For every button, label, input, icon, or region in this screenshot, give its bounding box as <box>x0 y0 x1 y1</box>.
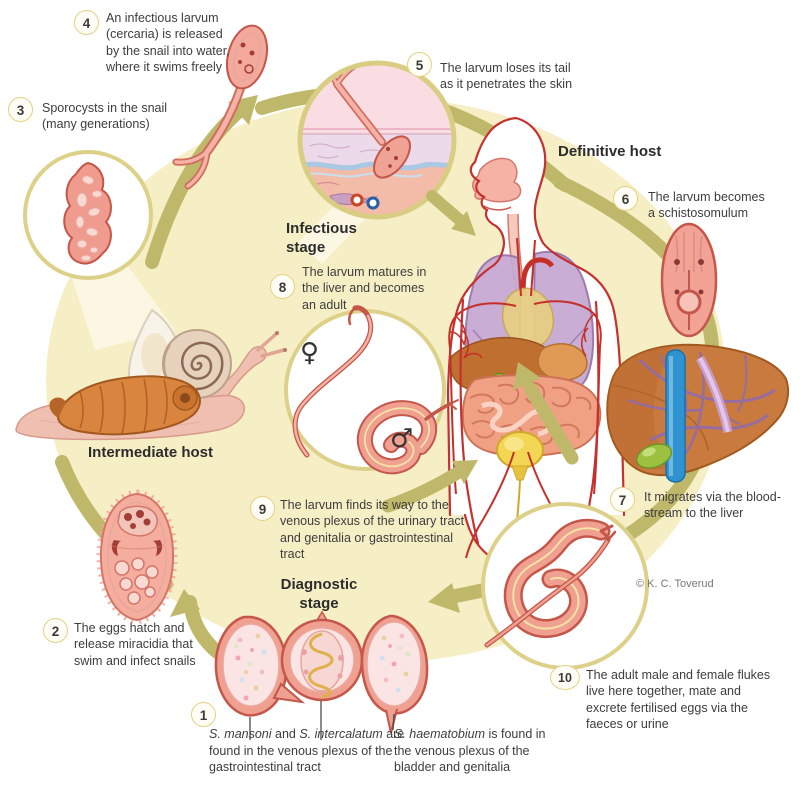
step-badge-2: 2 <box>43 618 68 643</box>
step-badge-9: 9 <box>250 496 275 521</box>
step-badge-1: 1 <box>191 702 216 727</box>
step-text-5: The larvum loses its tail as it penetrat… <box>440 61 573 92</box>
copyright-credit: © K. C. Toverud <box>636 578 714 590</box>
species-name-intercalatum: S. intercalatum <box>299 727 383 741</box>
step-badge-3: 3 <box>8 97 33 122</box>
step-text-9: The larvum finds its way to the venous p… <box>280 498 465 561</box>
cercaria-illustration <box>172 24 268 190</box>
human-body-illustration <box>446 116 626 596</box>
step-text-7: It migrates via the blood- stream to the… <box>644 490 781 521</box>
inner-arrows <box>381 190 579 513</box>
label-diagnostic-stage: Diagnostic stage <box>280 576 358 612</box>
species-name-mansoni: S. mansoni <box>209 727 272 741</box>
species-note-bladder: S. haematobium is found in the venous pl… <box>394 726 552 776</box>
species-name-haematobium: S. haematobium <box>394 727 486 741</box>
step-badge-7: 7 <box>610 487 635 512</box>
label-infectious-stage: Infectious stage <box>286 220 357 256</box>
sporocyst-circle <box>23 150 153 280</box>
step-text-8: The larvum matures in the liver and beco… <box>302 265 427 312</box>
egg-mansoni-illustration <box>214 615 306 740</box>
liver-illustration <box>606 343 790 483</box>
species-note-gastrointestinal: S. mansoni and S. intercalatum are found… <box>209 726 411 776</box>
species-note-conjunction: and <box>271 727 300 741</box>
species-note-bladder-rest: is found in the venous plexus of the bla… <box>394 727 546 774</box>
step-text-4: An infectious larvum (cercaria) is relea… <box>106 11 230 74</box>
step-text-6: The larvum becomes a schistosomulum <box>648 190 765 221</box>
male-symbol: ♂ <box>390 424 414 454</box>
label-intermediate-host: Intermediate host <box>88 444 214 461</box>
snails-illustration <box>15 308 287 441</box>
label-definitive-host: Definitive host <box>558 143 662 160</box>
step-text-2: The eggs hatch and release miracidia tha… <box>74 621 196 668</box>
step-text-10: The adult male and female flukes live he… <box>586 668 771 731</box>
step-badge-6: 6 <box>613 186 638 211</box>
egg-haematobium-illustration <box>360 614 429 734</box>
step-badge-10: 10 <box>550 665 580 690</box>
paired-flukes-circle <box>481 502 649 670</box>
schistosomulum-illustration <box>660 222 718 338</box>
adult-worms-circle <box>284 305 459 475</box>
female-symbol: ♀ <box>300 338 320 368</box>
step-badge-8: 8 <box>270 274 295 299</box>
miracidium-illustration <box>96 489 178 625</box>
species-note-gastro-rest: are found in the venous plexus of the ga… <box>209 727 405 774</box>
egg-intercalatum-illustration <box>280 610 364 740</box>
step-text-3: Sporocysts in the snail (many generation… <box>42 101 168 132</box>
step-badge-4: 4 <box>74 10 99 35</box>
step-badge-5: 5 <box>407 52 432 77</box>
